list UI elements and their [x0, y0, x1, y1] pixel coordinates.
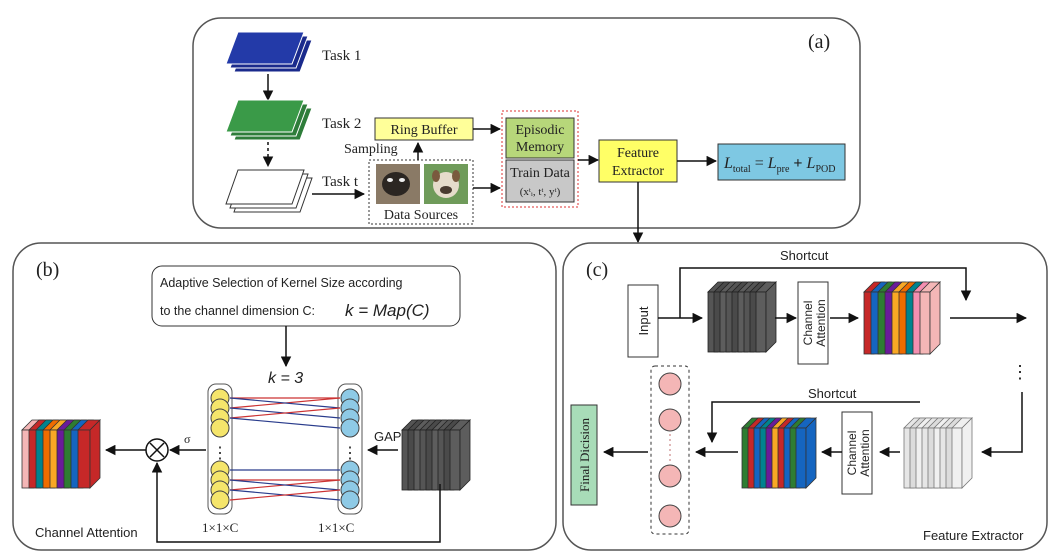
- dark-cube-b-slab: [449, 429, 461, 491]
- panel-c: (c) Shortcut Input Channel Attention ⋮ S…: [562, 242, 1048, 551]
- color-cube-b-slab: [77, 429, 91, 489]
- block-dots: ⋮: [1011, 362, 1029, 382]
- bypass-arrow: [151, 461, 441, 543]
- yellow-neuron: [210, 490, 230, 510]
- yellow-neurons: [210, 388, 230, 510]
- episodic-label-1: Episodic: [516, 123, 565, 138]
- attention-output-cube: [863, 281, 941, 355]
- shortcut-top-arrow: [679, 267, 972, 318]
- sampling-label: Sampling: [344, 142, 398, 157]
- panel-c-label: (c): [586, 259, 608, 281]
- dim-right-label: 1×1×C: [318, 520, 354, 535]
- fc-neuron: [658, 464, 682, 488]
- shortcut-top-label: Shortcut: [780, 248, 829, 263]
- final-decision-label: Final Dicision: [577, 417, 592, 492]
- taskt-label: Task t: [322, 174, 359, 190]
- color-cube-b-side: [89, 419, 101, 489]
- channel-attention-bottom: [841, 411, 873, 495]
- ca-bot-label-2: Attention: [858, 429, 872, 476]
- input-box: [627, 284, 659, 358]
- panel-b-label: (b): [36, 259, 59, 281]
- panel-b: (b) Adaptive Selection of Kernel Size ac…: [12, 242, 557, 551]
- adaptive-selection-box: [151, 265, 461, 327]
- conv-feature-cube: [707, 281, 777, 353]
- fc-neuron: [658, 372, 682, 396]
- taskt-stack: [225, 169, 313, 213]
- train-label-1: Train Data: [510, 166, 571, 181]
- blue-neuron: [340, 490, 360, 510]
- train-label-2: (xᵗᵢ, tᵗ, yᵗ): [520, 186, 561, 198]
- shortcut-bottom-arrow: [706, 401, 920, 444]
- k3-label: k = 3: [268, 370, 303, 387]
- output-feature-cube: [21, 419, 101, 489]
- sigma-label: σ: [184, 432, 191, 446]
- blue-neurons: [340, 388, 360, 510]
- panel-a-label: (a): [808, 31, 830, 53]
- return-arrow: [980, 392, 1023, 458]
- task2-stack: [225, 99, 313, 141]
- fc-layer-frame: [650, 365, 690, 535]
- light-feature-cube: [903, 417, 973, 489]
- yellow-neuron-column: [207, 383, 233, 515]
- dog-photo-1: [376, 164, 420, 204]
- episodic-label-2: Memory: [516, 140, 564, 155]
- color-cube-c1-side: [929, 281, 941, 355]
- blue-neuron-column: [337, 383, 363, 515]
- feature-label-2: Extractor: [612, 164, 664, 179]
- loss-box: [717, 143, 846, 181]
- fc-neuron: [658, 408, 682, 432]
- feature-label-1: Feature: [617, 146, 659, 161]
- light-cube-c-side: [961, 417, 973, 489]
- yellow-neuron: [210, 418, 230, 438]
- color-cube-c2-side: [805, 417, 817, 489]
- data-sources-box: [368, 159, 474, 225]
- train-data-box: [505, 159, 575, 203]
- yellow-dots: ⋮: [212, 445, 228, 462]
- adaptive-text-1: Adaptive Selection of Kernel Size accord…: [160, 276, 403, 290]
- panel-b-frame: [12, 242, 557, 551]
- block-output-cube: [741, 417, 817, 489]
- input-feature-cube: [401, 419, 471, 491]
- panel-c-frame: [562, 242, 1048, 551]
- channel-attention-top: [797, 281, 829, 365]
- fc-neurons: [658, 372, 682, 528]
- loss-formula: Ltotal = Lpre + LPOD: [723, 155, 835, 175]
- blue-dots: ⋮: [342, 445, 358, 462]
- ca-bot-label-1: Channel: [845, 431, 859, 476]
- ca-top-label-2: Attention: [814, 299, 828, 346]
- task1-label: Task 1: [322, 48, 361, 64]
- color-cube-c2-slab: [795, 427, 807, 489]
- color-cube-c1-slab: [919, 291, 931, 355]
- adaptive-text-2: to the channel dimension C:: [160, 304, 315, 318]
- panel-a-frame: [192, 17, 861, 229]
- dark-cube-b-side: [459, 419, 471, 491]
- task2-label: Task 2: [322, 116, 361, 132]
- neuron-connections: [229, 397, 341, 501]
- dog-photo-2: [424, 164, 468, 204]
- final-decision-box: [570, 404, 598, 506]
- panel-c-caption: Feature Extractor: [923, 528, 1024, 543]
- data-sources-label: Data Sources: [384, 208, 458, 223]
- shortcut-bottom-label: Shortcut: [808, 386, 857, 401]
- blue-neuron: [340, 418, 360, 438]
- memory-dashed-frame: [501, 110, 579, 208]
- ring-buffer-label: Ring Buffer: [390, 123, 457, 138]
- dim-left-label: 1×1×C: [202, 520, 238, 535]
- fc-neuron: [658, 504, 682, 528]
- panel-a: (a) Task 1 Task 2 Task t Ring Buffer: [192, 17, 861, 244]
- ca-top-label-1: Channel: [801, 301, 815, 346]
- light-cube-c-slab: [951, 427, 963, 489]
- gap-label: GAP: [374, 429, 401, 444]
- panel-b-caption: Channel Attention: [35, 525, 138, 540]
- episodic-memory-box: [505, 117, 575, 159]
- input-label: Input: [636, 306, 651, 335]
- dark-cube-c-slab: [755, 291, 767, 353]
- task1-stack: [225, 31, 313, 73]
- dark-cube-c-side: [765, 281, 777, 353]
- kernel-formula: k = Map(C): [345, 301, 430, 320]
